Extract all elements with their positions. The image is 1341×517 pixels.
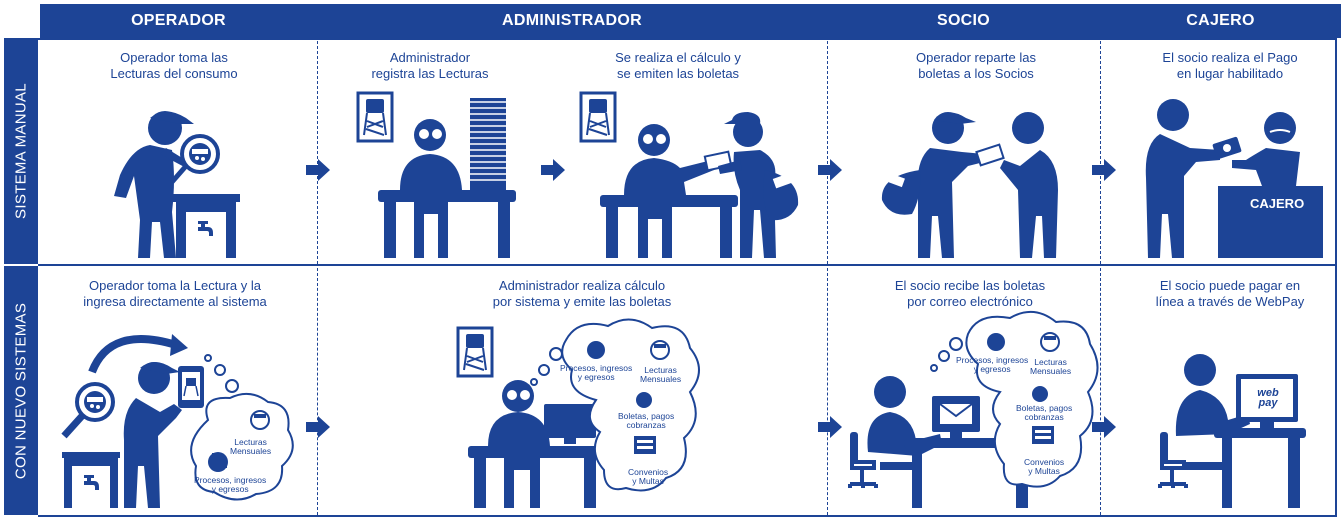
manual-admin-calculo-figure (579, 91, 799, 258)
bubble-socio-convenios: Convenios y Multas (1024, 457, 1065, 476)
nuevo-socio-figure (848, 311, 1099, 508)
manual-admin-registra-figure (356, 91, 516, 258)
row-label-manual: SISTEMA MANUAL (4, 38, 38, 264)
nuevo-operador-figure (61, 334, 294, 508)
bubble-op-lecturas: Lecturas Mensuales (230, 437, 272, 456)
column-header-cajero: CAJERO (1186, 12, 1255, 29)
nuevo-admin-figure (456, 318, 700, 508)
arrow-icon (541, 159, 565, 181)
webpay-logo: web pay (1257, 387, 1279, 409)
arrow-icon (306, 416, 330, 438)
column-header-operador: OPERADOR (131, 12, 226, 29)
column-header-bar: OPERADOR ADMINISTRADOR SOCIO CAJERO (40, 4, 1341, 38)
arrow-icon (818, 416, 842, 438)
separator (1100, 6, 1101, 264)
bubble-admin-boletas: Boletas, pagos cobranzas (618, 411, 675, 430)
bubble-socio-boletas: Boletas, pagos cobranzas (1016, 403, 1073, 422)
separator (317, 6, 318, 264)
manual-operador-figure (114, 111, 240, 258)
bubble-admin-convenios: Convenios y Multas (628, 467, 669, 486)
arrow-icon (1092, 159, 1116, 181)
manual-cajero-figure (1145, 99, 1323, 258)
arrow-icon (1092, 416, 1116, 438)
column-header-administrador: ADMINISTRADOR (502, 12, 642, 29)
row-frame-nuevo (38, 264, 1337, 517)
separator (827, 6, 828, 264)
bubble-admin-procesos: Procesos, ingresos y egresos (560, 363, 633, 382)
bubble-socio-lecturas: Lecturas Mensuales (1030, 357, 1072, 376)
bubble-admin-lecturas: Lecturas Mensuales (640, 365, 682, 384)
arrow-icon (818, 159, 842, 181)
bubble-op-procesos: Procesos, ingresos y egresos (194, 475, 267, 494)
row-label-nuevo: CON NUEVO SISTEMAS (4, 266, 38, 515)
separator (1100, 268, 1101, 515)
cajero-desk-label: CAJERO (1250, 196, 1305, 211)
arrow-icon (306, 159, 330, 181)
row-frame-manual (38, 38, 1337, 266)
nuevo-cajero-figure (1158, 354, 1306, 508)
separator (317, 268, 318, 515)
separator (827, 268, 828, 515)
bubble-socio-procesos: Procesos, ingresos y egresos (956, 355, 1029, 374)
column-header-socio: SOCIO (936, 12, 991, 29)
manual-socio-figure (881, 112, 1058, 258)
